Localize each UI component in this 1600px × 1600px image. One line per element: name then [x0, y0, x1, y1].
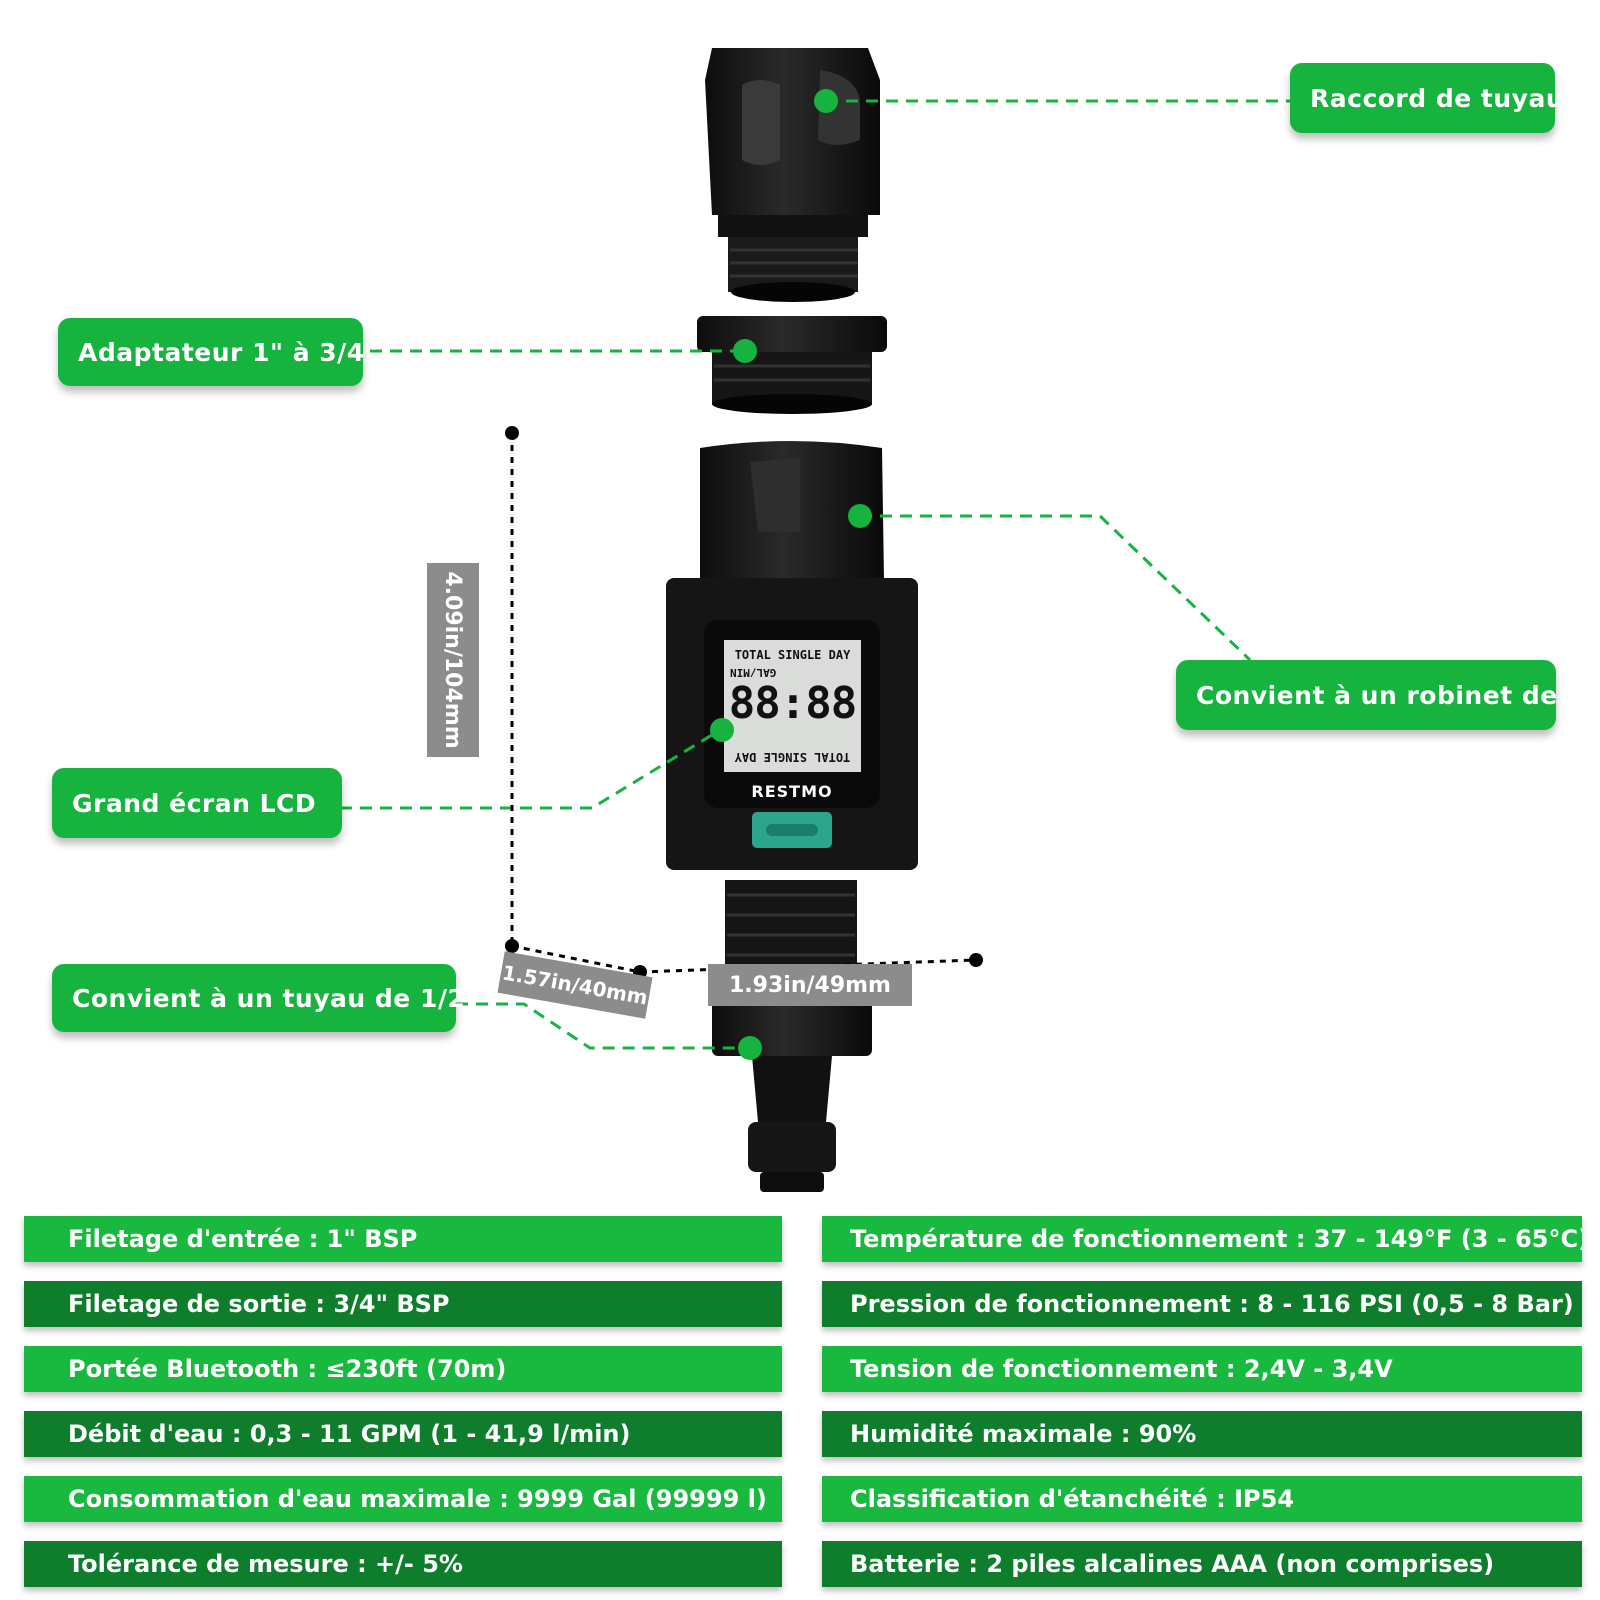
callout-adapter: Adaptateur 1" à 3/4" — [58, 318, 378, 386]
dimension-height: 4.09in/104mm — [427, 563, 479, 757]
spec-right-6: Batterie : 2 piles alcalines AAA (non co… — [822, 1541, 1582, 1587]
lcd-digits: 88:88 — [728, 678, 857, 729]
lcd-bottom-label: TOTAL SINGLE DAY — [734, 750, 851, 764]
spec-left-3: Portée Bluetooth : ≤230ft (70m) — [24, 1346, 782, 1392]
spec-right-5: Classification d'étanchéité : IP54 — [822, 1476, 1582, 1522]
lcd-dot — [710, 718, 734, 742]
callout-lcd: Grand écran LCD — [52, 768, 342, 838]
hose-connector-dot — [814, 89, 838, 113]
brand-logo: RESTMO — [751, 782, 833, 801]
spec-left-4: Débit d'eau : 0,3 - 11 GPM (1 - 41,9 l/m… — [24, 1411, 782, 1457]
meter-body — [666, 441, 918, 1192]
dimension-width-text: 1.93in/49mm — [729, 972, 891, 998]
spec-left-6: Tolérance de mesure : +/- 5% — [24, 1541, 782, 1587]
spec-right-1: Température de fonctionnement : 37 - 149… — [822, 1216, 1582, 1262]
spec-right-4: Humidité maximale : 90% — [822, 1411, 1582, 1457]
callout-hose-connector: Raccord de tuyau — [1290, 63, 1564, 133]
hose-connector-part — [705, 48, 880, 302]
faucet-fit-dot — [848, 504, 872, 528]
spec-left-5: Consommation d'eau maximale : 9999 Gal (… — [24, 1476, 782, 1522]
spec-right-2: Pression de fonctionnement : 8 - 116 PSI… — [822, 1281, 1582, 1327]
adapter-dot — [733, 339, 757, 363]
lcd-screen: TOTAL SINGLE DAY GAL/MIN 88:88 TOTAL SIN… — [724, 640, 861, 772]
spec-left-1: Filetage d'entrée : 1" BSP — [24, 1216, 782, 1262]
hose-fit-dot — [738, 1036, 762, 1060]
spec-right-3: Tension de fonctionnement : 2,4V - 3,4V — [822, 1346, 1582, 1392]
callout-faucet-fit: Convient à un robinet de 1" — [1176, 660, 1598, 730]
lcd-top-label: TOTAL SINGLE DAY — [734, 648, 851, 662]
spec-left-2: Filetage de sortie : 3/4" BSP — [24, 1281, 782, 1327]
callout-hose-fit: Convient à un tuyau de 1/2" — [52, 964, 478, 1032]
dimension-height-text: 4.09in/104mm — [440, 571, 466, 749]
dimension-width: 1.93in/49mm — [708, 964, 912, 1006]
adapter-part — [697, 316, 887, 414]
